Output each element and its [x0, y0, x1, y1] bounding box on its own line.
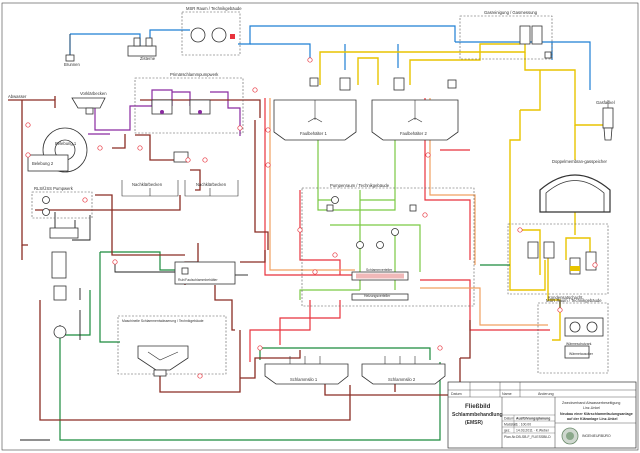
msr-room-top [181, 11, 241, 56]
drain-lines [59, 251, 510, 441]
tb-logo-text: INGENIEURBÜRO [582, 434, 611, 438]
label-kondensat: Kondensatschacht [548, 295, 583, 300]
aeration-tank-2 [27, 154, 69, 172]
sludge-lines [8, 96, 471, 421]
pump-room-pumps [326, 196, 417, 249]
tb-col-name: Name [502, 392, 512, 396]
tb-col-datum: Datum [451, 392, 462, 396]
label-waermetauscher: Wärmetauscher [569, 352, 594, 356]
instrument-markers [25, 57, 598, 379]
tb-row1-label: Datum [504, 417, 514, 421]
tb-fliessbild: Fließbild [465, 403, 491, 410]
cistern [127, 37, 157, 57]
gas-flare [602, 100, 614, 141]
label-brunnen: Brunnen [64, 62, 81, 67]
label-zisterne: Zisterne [140, 56, 156, 61]
label-vorklaer: Vorklärbecken [80, 91, 107, 96]
label-nachklaer1: Nachklärbecken [132, 182, 163, 187]
tb-row1-value: Ausführungsplanung [516, 417, 550, 421]
tb-row2-value: 1 : 100.00 [516, 423, 531, 427]
label-schlammverteiler: Schlammverteiler [366, 268, 393, 272]
msr-room-right [537, 302, 609, 374]
label-belebung1: Belebung 1 [55, 141, 77, 146]
tb-row4-value: DB-SB-F_FLIESSBILD [516, 435, 551, 439]
secondary-clarifiers [121, 151, 239, 197]
gas-purification-area [459, 15, 553, 60]
tb-emsr: (EMSR) [465, 420, 483, 426]
label-belebung2: Belebung 2 [32, 161, 54, 166]
heating-distributor [351, 271, 409, 301]
tb-schlammbehandlung: Schlammbehandlung [452, 412, 503, 418]
tb-client-1: Zweckverband Abwasserbeseitigung [562, 401, 620, 405]
condensate-shaft-area [507, 223, 609, 295]
left-pump [53, 325, 67, 339]
rls-sump [49, 227, 79, 239]
dewatering-room [117, 315, 227, 375]
label-faulbehaelter2: Faulbehälter 2 [400, 131, 427, 136]
msr-top-pumps [190, 27, 235, 43]
tb-project-1: Neubau einer Klärschlammfaulungsanlage [560, 412, 633, 416]
label-msr-top: MSR Raum / Technikgebäude [186, 6, 242, 11]
mixing-tank [174, 261, 236, 285]
condensate-vessels [527, 241, 597, 275]
label-pumpenraum: Pumpenraum / Technikgebäude [330, 183, 390, 188]
label-schlammsilo1: Schlammsilo 1 [290, 377, 318, 382]
heat-return-lines [269, 98, 548, 326]
primary-sludge-lines [88, 89, 241, 136]
double-membrane-gas-holder [539, 174, 611, 213]
label-mischbehaelter: Ruh/Faulschlammbehälter [178, 278, 218, 282]
left-box-1 [51, 251, 67, 279]
tb-client-2: Linz-Unkel [583, 406, 600, 410]
label-waermekraft: Wärmeschutzanl. [566, 342, 592, 346]
rls-pump-area [31, 191, 93, 219]
msr-right-equipment [564, 317, 604, 359]
label-doppelmembran: Doppelmembran-gasspeicher [552, 159, 608, 164]
left-box-2 [53, 285, 67, 301]
label-pumpen1: Primärschlammpumpwerk [170, 72, 219, 77]
sludge-silo-1 [264, 356, 349, 385]
tb-row3-label: gez. [504, 429, 510, 433]
primary-clarifier [71, 97, 106, 115]
primary-pumps [151, 99, 211, 115]
well [65, 34, 75, 62]
label-nachklaer2: Nachklärbecken [196, 182, 227, 187]
label-msr-right: MSR Raum / Technikgebäude [546, 298, 602, 303]
primary-pump-area [134, 77, 244, 134]
pump-room-area [301, 187, 475, 307]
tb-col-aenderung: Änderung [538, 392, 554, 396]
label-maschinelle: Maschinelle Schlammentwässerung / Techni… [122, 319, 204, 323]
digester-1 [273, 77, 357, 141]
dewatering-unit [137, 345, 189, 377]
sludge-silo-2 [361, 356, 446, 385]
label-rls: RLS/ÜSS Pumpwerk [34, 186, 74, 191]
label-gasreinigung: Gasreinigung / Gasmessung [484, 10, 538, 15]
label-heizungsverteiler: Heizungsverteiler [364, 294, 391, 298]
label-schlammsilo2: Schlammsilo 2 [388, 377, 416, 382]
tb-project-2: auf der Kläranlage Linz-Unkel [567, 417, 618, 421]
process-green-lines [299, 140, 421, 300]
label-gasfackel: Gasfackel [596, 100, 615, 105]
label-abwasser: Abwasser [8, 94, 27, 99]
tb-row4-label: Plan-Nr. [504, 435, 516, 439]
gas-lines [319, 43, 610, 341]
label-faulbehaelter1: Faulbehälter 1 [300, 131, 327, 136]
heat-forward-lines [249, 98, 550, 362]
title-block: Datum Name Änderung Fließbild Schlammbeh… [447, 381, 637, 449]
tb-row3-value: 14.03.2011 · K.Weber [516, 429, 550, 433]
signal-lines [20, 212, 561, 441]
digester-2 [371, 77, 459, 141]
tb-row2-label: Maßstab [504, 423, 517, 427]
gas-purification-vessels [519, 25, 552, 59]
rls-pumps [42, 196, 50, 216]
